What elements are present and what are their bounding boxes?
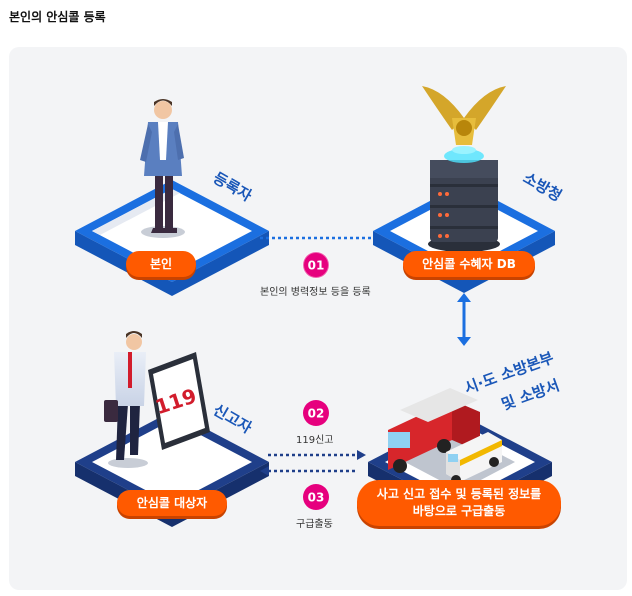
node-label-db: 안심콜 수혜자 DB: [403, 251, 535, 277]
arrow-left-icon: [260, 466, 269, 476]
step-03-label: 구급출동: [296, 519, 333, 530]
step-01-badge: 01: [302, 251, 330, 279]
node-label-dispatch-line1: 사고 신고 접수 및 등록된 정보를: [376, 487, 542, 501]
fire-truck-icon: [388, 388, 480, 473]
node-label-caller: 안심콜 대상자: [117, 490, 227, 516]
ambulance-icon: [446, 432, 502, 485]
arrow-down-icon: [457, 337, 471, 346]
step-01-number: 01: [308, 259, 325, 273]
step-03-badge: 03: [303, 484, 329, 510]
caller-person-icon: [104, 331, 148, 468]
node-label-dispatch: 사고 신고 접수 및 등록된 정보를 바탕으로 구급출동: [357, 480, 561, 526]
step-02-number: 02: [308, 407, 325, 421]
page-title: 본인의 안심콜 등록: [9, 10, 106, 24]
smartphone-icon: 119: [148, 352, 210, 450]
server-db-icon: [428, 146, 500, 252]
registrant-person-icon: [140, 99, 185, 238]
step-02-label: 119신고: [296, 435, 334, 446]
node-label-dispatch-line2: 바탕으로 구급출동: [412, 504, 506, 518]
arrow-up-icon: [457, 293, 471, 302]
fire-agency-emblem-icon: [422, 86, 506, 145]
step-01-label: 본인의 병력정보 등을 등록: [260, 287, 371, 298]
step-02-badge: 02: [303, 400, 329, 426]
node-label-self: 본인: [126, 251, 196, 277]
arrow-right-icon: [357, 450, 366, 460]
step-03-number: 03: [308, 491, 325, 505]
